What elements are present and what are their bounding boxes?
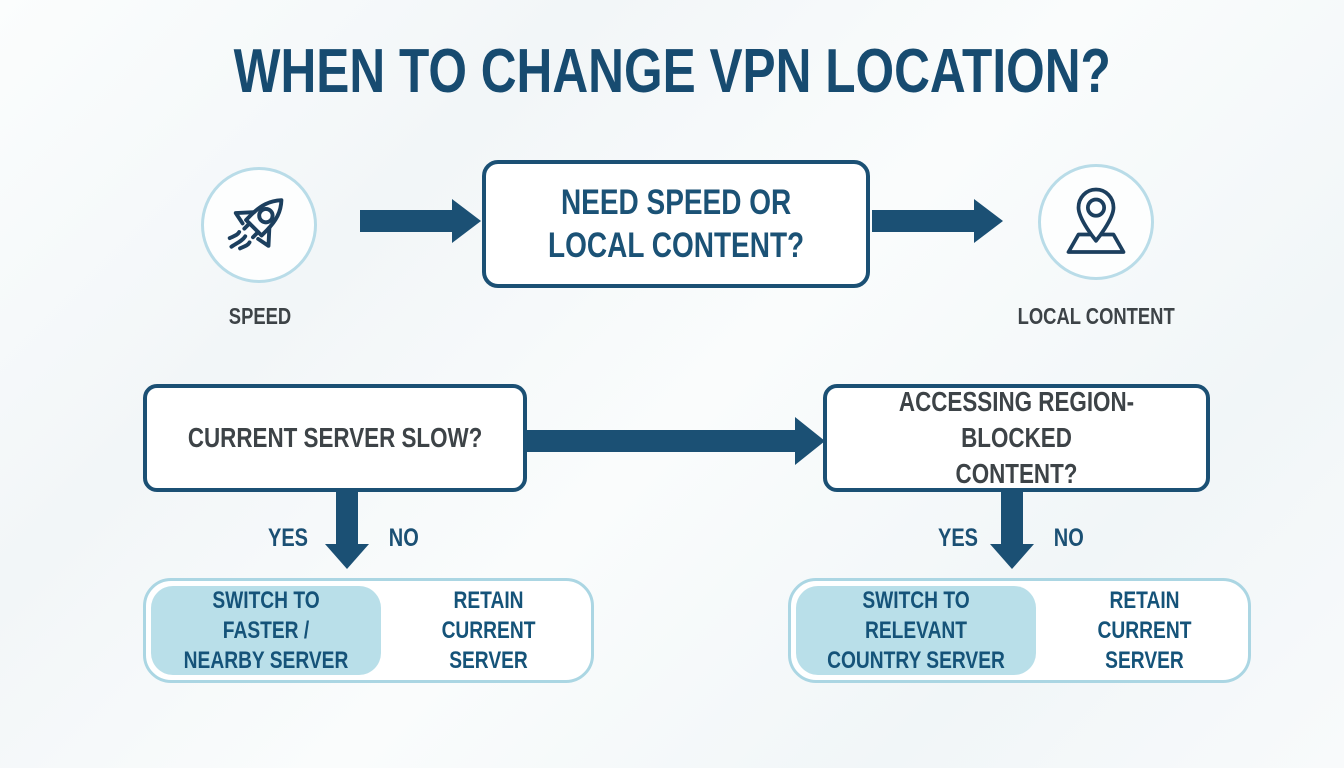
local-content-label: LOCAL CONTENT: [1017, 303, 1175, 329]
arrow-question-to-local: [872, 210, 974, 232]
no-label-right: NO: [1053, 524, 1084, 552]
local-content-icon-circle: [1038, 164, 1154, 280]
question-line-2: CONTENT?: [955, 458, 1078, 489]
action-line-2: CURRENT SERVER: [1097, 616, 1192, 674]
result-switch-country-server: SWITCH TO RELEVANT COUNTRY SERVER: [796, 586, 1036, 675]
rocket-icon: [220, 186, 298, 264]
question-box-need-speed-or-local: NEED SPEED OR LOCAL CONTENT?: [482, 160, 870, 288]
no-label-left: NO: [388, 524, 419, 552]
arrow-speed-to-question: [360, 210, 452, 232]
action-line-1: RETAIN: [453, 586, 524, 614]
speed-icon-circle: [201, 167, 317, 283]
action-line-1: SWITCH TO FASTER /: [212, 586, 320, 644]
result-container-speed: SWITCH TO FASTER / NEARBY SERVER RETAIN …: [143, 578, 594, 683]
down-arrow-right: [1001, 492, 1023, 544]
result-retain-server-left: RETAIN CURRENT SERVER: [386, 581, 591, 680]
action-line-2: NEARBY SERVER: [183, 646, 349, 674]
down-arrow-left: [336, 492, 358, 544]
action-line-2: COUNTRY SERVER: [827, 646, 1005, 674]
action-line-1: RETAIN: [1109, 586, 1180, 614]
question-box-region-blocked: ACCESSING REGION-BLOCKED CONTENT?: [823, 384, 1210, 492]
action-line-2: CURRENT SERVER: [441, 616, 536, 674]
result-switch-faster-server: SWITCH TO FASTER / NEARBY SERVER: [151, 586, 381, 675]
question-line-2: LOCAL CONTENT?: [547, 226, 805, 265]
question-line-1: ACCESSING REGION-BLOCKED: [898, 386, 1135, 453]
action-line-1: SWITCH TO RELEVANT: [862, 586, 970, 644]
arrow-slow-to-region-blocked: [527, 430, 795, 452]
location-pin-icon: [1056, 182, 1136, 262]
speed-label: SPEED: [228, 303, 292, 329]
yes-label-left: YES: [267, 524, 308, 552]
result-retain-server-right: RETAIN CURRENT SERVER: [1041, 581, 1248, 680]
question-box-current-server-slow: CURRENT SERVER SLOW?: [143, 384, 527, 492]
page-title: WHEN TO CHANGE VPN LOCATION?: [233, 37, 1111, 106]
yes-label-right: YES: [937, 524, 978, 552]
question-text: CURRENT SERVER SLOW?: [187, 422, 483, 453]
result-container-content: SWITCH TO RELEVANT COUNTRY SERVER RETAIN…: [788, 578, 1251, 683]
question-line-1: NEED SPEED OR: [560, 183, 792, 222]
